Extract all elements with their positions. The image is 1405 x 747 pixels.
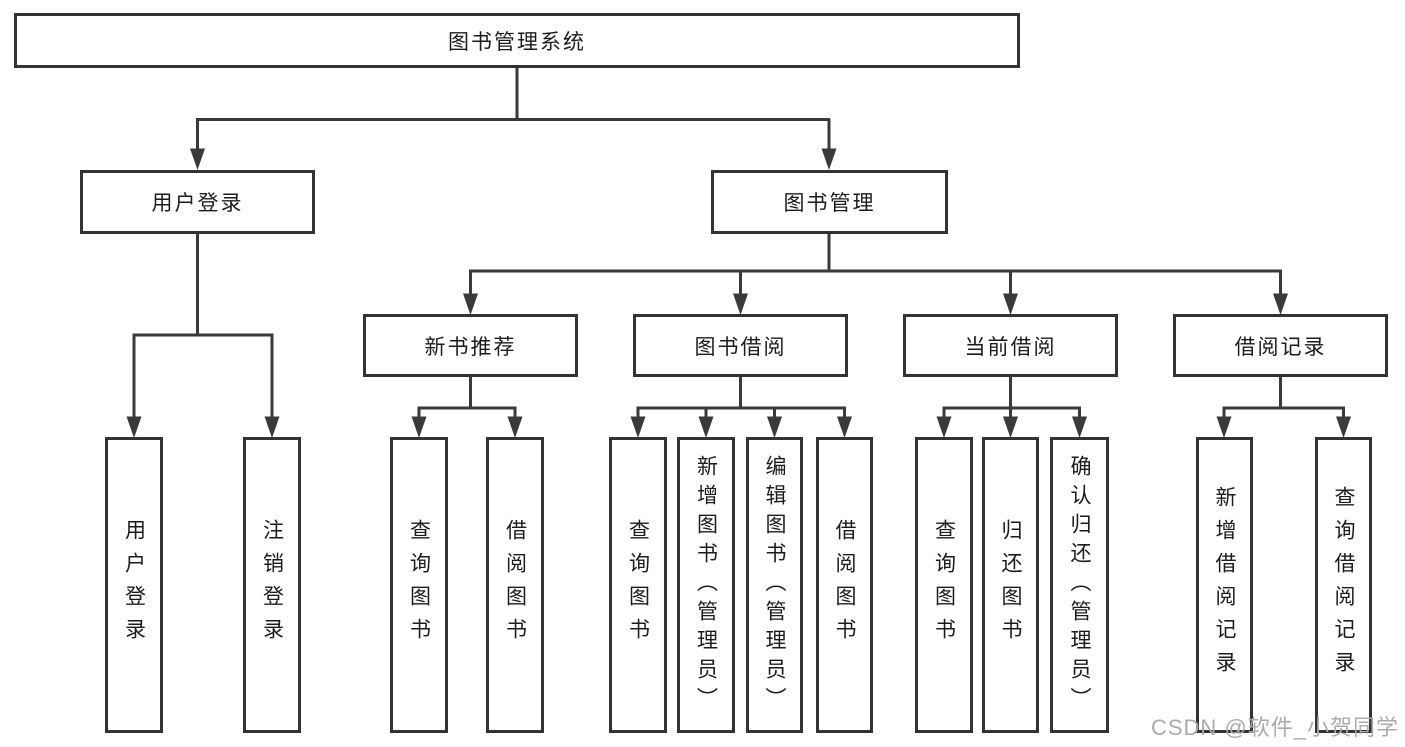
leaf-query-books-current: 查询图书 xyxy=(915,437,973,733)
node-user-login: 用户登录 xyxy=(80,170,315,234)
watermark: CSDN @软件_小贺同学 xyxy=(1150,715,1399,740)
node-root: 图书管理系统 xyxy=(14,13,1020,68)
node-book-borrow: 图书借阅 xyxy=(633,314,848,377)
node-new-book-recommend: 新书推荐 xyxy=(363,314,578,377)
leaf-return-book: 归还图书 xyxy=(982,437,1039,733)
node-current-borrow: 当前借阅 xyxy=(903,314,1118,377)
leaf-query-borrow-record: 查询借阅记录 xyxy=(1315,437,1372,733)
leaf-edit-book-admin: 编辑图书（管理员） xyxy=(746,437,803,733)
arrowheads xyxy=(126,148,1351,438)
leaf-query-books-borrow: 查询图书 xyxy=(609,437,667,733)
node-borrow-records: 借阅记录 xyxy=(1173,314,1388,377)
leaf-logout: 注销登录 xyxy=(243,437,301,733)
leaf-add-book-admin: 新增图书（管理员） xyxy=(677,437,735,733)
leaf-borrow-books-recommend: 借阅图书 xyxy=(486,437,544,733)
leaf-user-login: 用户登录 xyxy=(105,437,163,733)
leaf-add-borrow-record: 新增借阅记录 xyxy=(1196,437,1253,733)
leaf-query-books-recommend: 查询图书 xyxy=(390,437,448,733)
leaf-borrow-books: 借阅图书 xyxy=(816,437,873,733)
leaf-confirm-return-admin: 确认归还（管理员） xyxy=(1050,437,1109,733)
node-book-management: 图书管理 xyxy=(711,170,948,234)
